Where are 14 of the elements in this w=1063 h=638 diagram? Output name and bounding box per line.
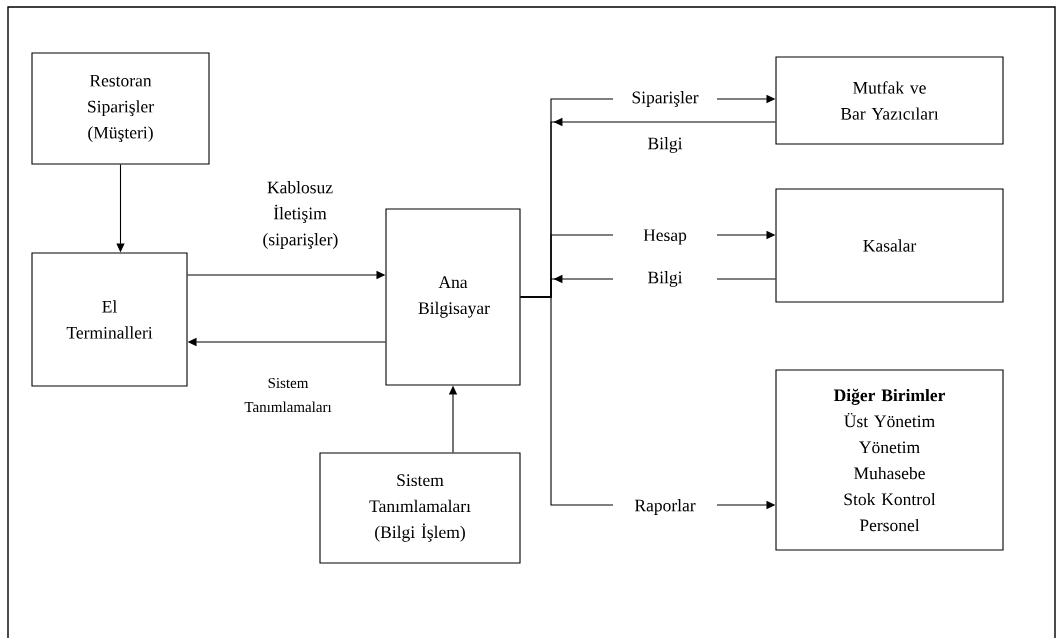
process-box: Ana Bilgisayar [385, 208, 521, 386]
process-box: Diğer Birimler Üst Yönetim Yönetim Muhasebe Stok Kontrol Personel [775, 369, 1004, 551]
process-box: Kasalar [775, 188, 1004, 303]
process-box: Restoran Siparişler (Müşteri) [31, 52, 210, 165]
edge-label: Hesap [613, 227, 717, 247]
edge-label: Bilgi [613, 269, 717, 289]
process-box: El Terminalleri [31, 252, 188, 387]
edge-label: Siparişler [613, 89, 717, 109]
edge-label: Sistem Tanımlamaları [244, 377, 332, 413]
edge-label: Kablosuz İletişim (siparişler) [263, 181, 338, 249]
process-box: Mutfak ve Bar Yazıcıları [775, 56, 1004, 145]
process-box: Sistem Tanımlamaları (Bilgi İşlem) [319, 452, 521, 564]
edge-label: Bilgi [648, 137, 683, 153]
edge-label: Raporlar [613, 497, 717, 517]
